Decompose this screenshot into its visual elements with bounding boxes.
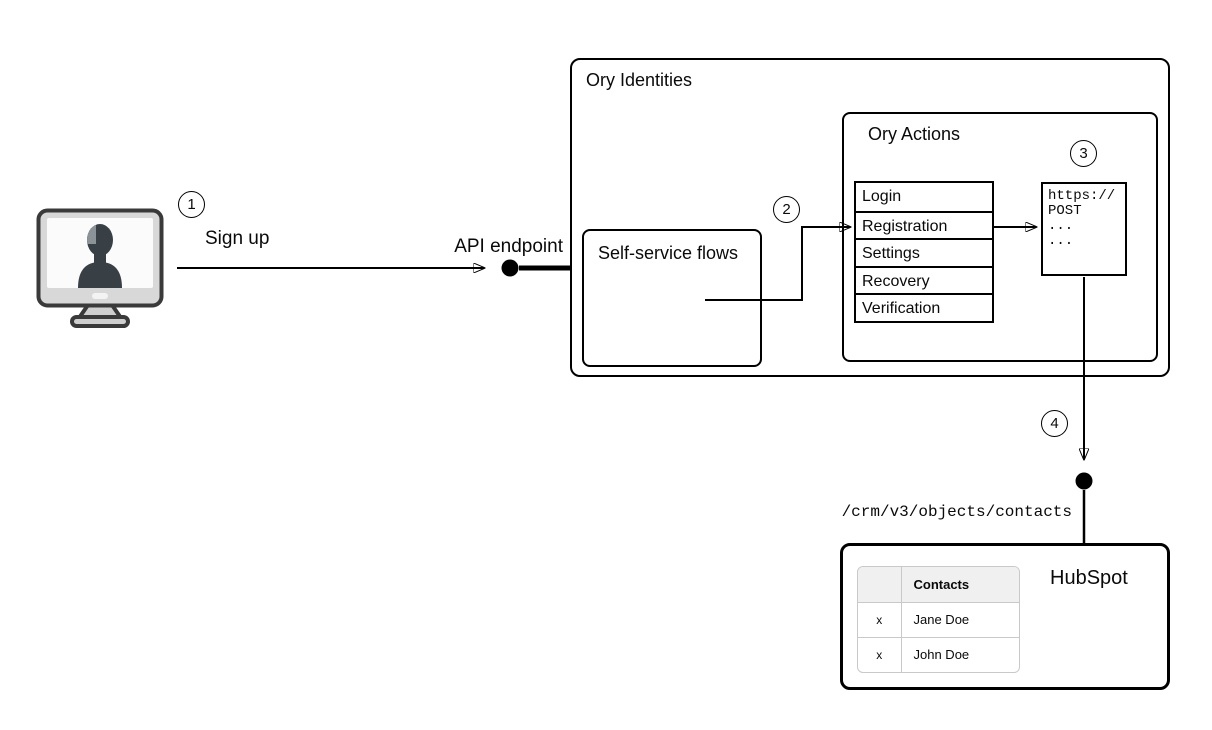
user-computer-icon: [36, 208, 164, 330]
ory-identities-title: Ory Identities: [586, 70, 693, 90]
contact-row: x Jane Doe: [858, 601, 1019, 637]
crm-endpoint-path-label: /crm/v3/objects/contacts: [841, 503, 1072, 521]
self-service-flows-box: Self-service flows: [582, 229, 762, 367]
flow-list: Login Registration Settings Recovery Ver…: [854, 181, 994, 323]
contacts-header-label: Contacts: [901, 567, 1019, 602]
ory-actions-title: Ory Actions: [868, 124, 961, 144]
signup-label: Sign up: [205, 228, 270, 249]
webhook-code-line-method: POST: [1048, 203, 1082, 219]
webhook-code-box: https:// POST ... ...: [1041, 182, 1127, 276]
webhook-code-line-ellipsis-1: ...: [1048, 218, 1074, 234]
flow-row-recovery: Recovery: [856, 265, 992, 294]
contact-delete-mark: x: [858, 601, 902, 637]
contact-row: x John Doe: [858, 636, 1019, 672]
step-2-badge: 2: [773, 196, 800, 223]
contacts-table: Contacts x Jane Doe x John Doe: [857, 566, 1020, 673]
api-endpoint-label: API endpoint: [454, 236, 563, 257]
contacts-header-row: Contacts: [858, 567, 1019, 602]
hubspot-box: HubSpot Contacts x Jane Doe x Joh: [840, 543, 1170, 690]
contact-delete-mark: x: [858, 636, 902, 672]
flow-row-registration: Registration: [856, 210, 992, 239]
hubspot-title: HubSpot: [1050, 567, 1128, 589]
hubspot-endpoint-dot-icon: [1075, 472, 1093, 490]
contacts-header-mark: [858, 567, 902, 602]
flow-row-login: Login: [862, 188, 902, 205]
contact-name: Jane Doe: [901, 601, 1019, 637]
flow-row-verification: Verification: [856, 293, 992, 321]
webhook-code-line-url: https://: [1048, 188, 1116, 204]
webhook-code-line-ellipsis-2: ...: [1048, 233, 1074, 249]
step-1-badge: 1: [178, 191, 205, 218]
api-endpoint-dot-icon: [501, 259, 519, 277]
self-service-flows-title: Self-service flows: [598, 243, 739, 263]
step-3-badge: 3: [1070, 140, 1097, 167]
contact-name: John Doe: [901, 636, 1019, 672]
flow-row-settings: Settings: [856, 238, 992, 266]
step-4-badge: 4: [1041, 410, 1068, 437]
